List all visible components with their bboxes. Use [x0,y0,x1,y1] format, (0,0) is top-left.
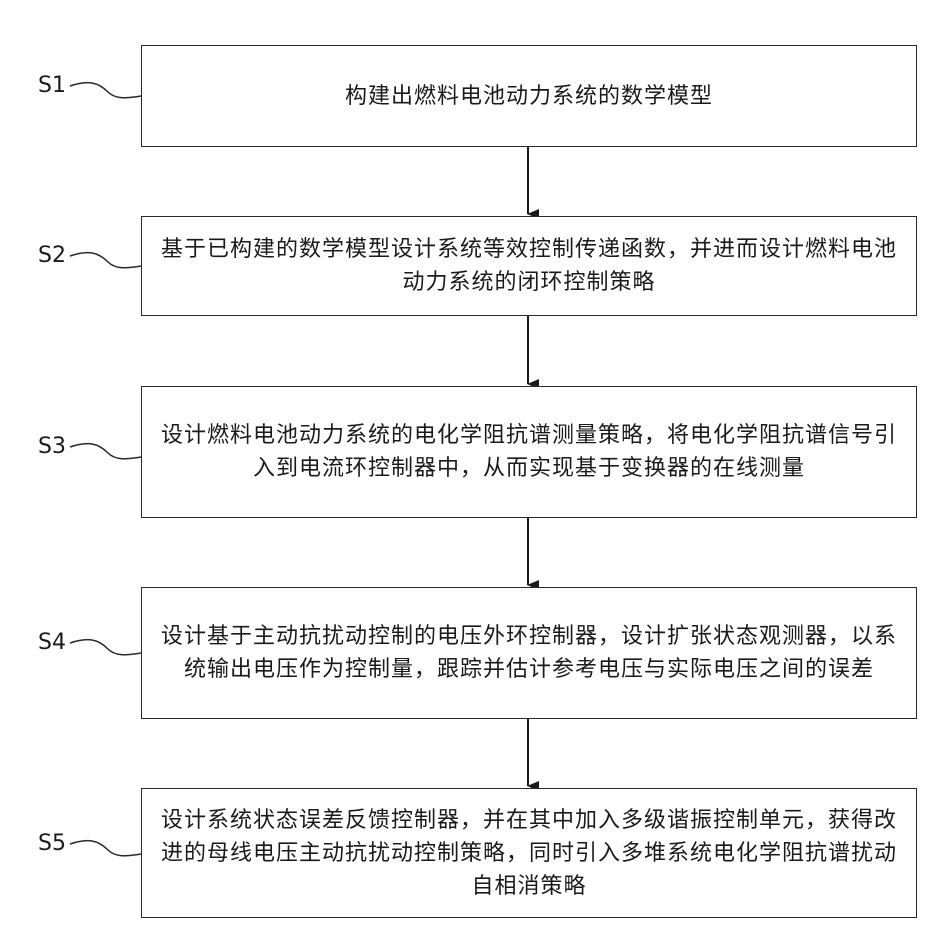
step-text-s2: 基于已构建的数学模型设计系统等效控制传递函数，并进而设计燃料电池动力系统的闭环控… [159,233,899,299]
s1-leader-line [70,83,141,98]
s2-leader-line [70,253,141,268]
step-text-s1: 构建出燃料电池动力系统的数学模型 [159,80,899,113]
step-label-s5: S5 [38,832,66,856]
s3-leader-line [70,444,141,459]
step-box-s5: 设计系统状态误差反馈控制器，并在其中加入多级谐振控制单元，获得改进的母线电压主动… [141,788,917,918]
step-box-s3: 设计燃料电池动力系统的电化学阻抗谱测量策略，将电化学阻抗谱信号引入到电流环控制器… [141,386,917,518]
step-text-s3: 设计燃料电池动力系统的电化学阻抗谱测量策略，将电化学阻抗谱信号引入到电流环控制器… [159,419,899,485]
step-box-s2: 基于已构建的数学模型设计系统等效控制传递函数，并进而设计燃料电池动力系统的闭环控… [141,216,917,316]
step-box-s1: 构建出燃料电池动力系统的数学模型 [141,45,917,147]
s4-leader-line [70,640,141,655]
s5-leader-line [70,841,141,856]
step-label-s4: S4 [38,631,66,655]
step-label-s2: S2 [38,244,66,268]
step-box-s4: 设计基于主动抗扰动控制的电压外环控制器，设计扩张状态观测器，以系统输出电压作为控… [141,587,917,719]
step-label-s1: S1 [38,74,66,98]
step-text-s5: 设计系统状态误差反馈控制器，并在其中加入多级谐振控制单元，获得改进的母线电压主动… [159,804,899,903]
step-text-s4: 设计基于主动抗扰动控制的电压外环控制器，设计扩张状态观测器，以系统输出电压作为控… [159,620,899,686]
step-label-s3: S3 [38,435,66,459]
